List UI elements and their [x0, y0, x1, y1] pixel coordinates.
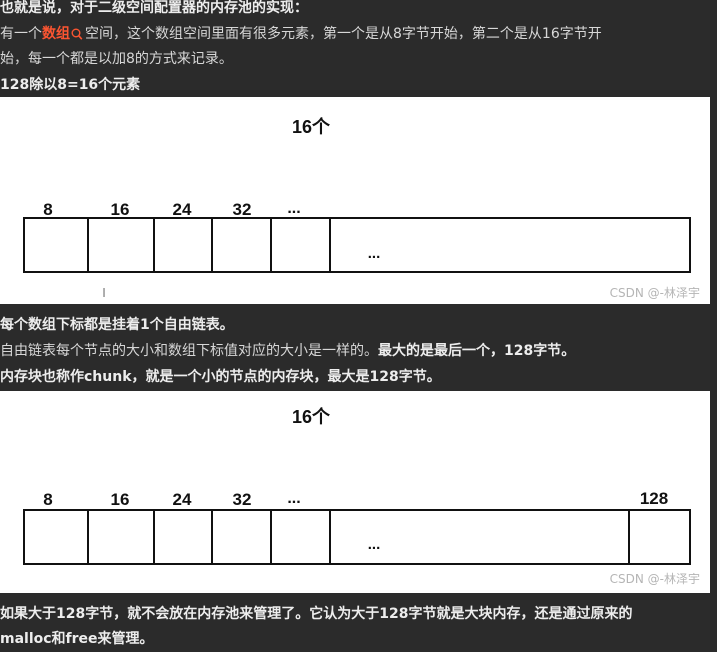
cell-ellipsis: ... — [368, 245, 381, 262]
size-label: 32 — [233, 200, 252, 219]
array-outline — [23, 217, 691, 273]
diagram-svg: 16个 8 16 24 32 ... ... I CSDN @-林泽宇 — [23, 116, 700, 300]
diagram-free-list-array-full: 16个 8 16 24 32 ... 128 ... CSDN @-林泽宇 — [0, 391, 710, 593]
watermark: CSDN @-林泽宇 — [610, 286, 700, 300]
intro-text-after: 空间，这个数组空间里面有很多元素，第一个是从8字节开始，第二个是从16字节开 — [85, 26, 602, 42]
note-chunk: 内存块也称作chunk，就是一个小的节点的内存块，最大是128字节。 — [0, 369, 441, 385]
section-heading: 也就是说，对于二级空间配置器的内存池的实现： — [0, 0, 308, 16]
size-label: 128 — [640, 489, 668, 508]
size-label-ellipsis: ... — [287, 200, 300, 217]
diagram-svg: 16个 8 16 24 32 ... 128 ... CSDN @-林泽宇 — [23, 406, 700, 586]
size-label-ellipsis: ... — [287, 490, 300, 507]
size-label: 16 — [111, 490, 130, 509]
diagram-title: 16个 — [292, 406, 331, 427]
text-cursor-icon: I — [102, 286, 106, 300]
conclusion-line1: 如果大于128字节，就不会放在内存池来管理了。它认为大于128字节就是大块内存，… — [0, 606, 633, 622]
intro-text-before: 有一个 — [0, 26, 42, 42]
paragraph-intro-line2: 始，每一个都是以加8的方式来记录。 — [0, 51, 233, 67]
size-label: 8 — [43, 200, 52, 219]
size-label: 24 — [173, 200, 192, 219]
size-label: 8 — [43, 490, 52, 509]
search-icon[interactable] — [71, 28, 83, 41]
note-node-size-bold: 最大的是最后一个，128字节。 — [378, 343, 576, 359]
cell-ellipsis: ... — [368, 536, 381, 553]
note-node-size: 自由链表每个节点的大小和数组下标值对应的大小是一样的。最大的是最后一个，128字… — [0, 341, 575, 362]
paragraph-intro: 有一个数组空间，这个数组空间里面有很多元素，第一个是从8字节开始，第二个是从16… — [0, 24, 602, 45]
diagram-title: 16个 — [292, 116, 331, 137]
size-label: 16 — [111, 200, 130, 219]
note-node-size-text: 自由链表每个节点的大小和数组下标值对应的大小是一样的。 — [0, 343, 378, 359]
note-free-list: 每个数组下标都是挂着1个自由链表。 — [0, 317, 234, 333]
diagram-free-list-array: 16个 8 16 24 32 ... ... I CSDN @-林泽宇 — [0, 97, 710, 304]
watermark: CSDN @-林泽宇 — [610, 572, 700, 586]
conclusion-line2: malloc和free来管理。 — [0, 631, 154, 647]
keyword-link[interactable]: 数组 — [42, 26, 70, 42]
size-label: 32 — [233, 490, 252, 509]
size-label: 24 — [173, 490, 192, 509]
calc-line: 128除以8=16个元素 — [0, 77, 141, 93]
array-outline — [23, 509, 691, 565]
